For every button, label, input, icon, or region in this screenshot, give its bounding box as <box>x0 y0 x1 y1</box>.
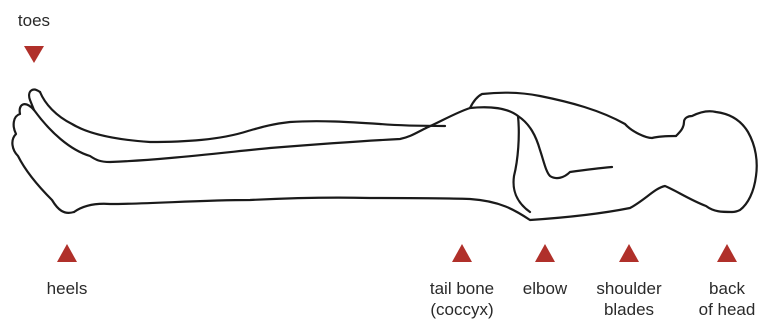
torso-top-line <box>426 93 676 138</box>
label-toes: toes <box>4 10 64 31</box>
pressure-markers <box>24 46 737 262</box>
label-back-of-head: back of head <box>688 278 766 320</box>
feet-outline <box>12 90 74 213</box>
shoulder-marker-icon <box>619 244 639 262</box>
label-heels: heels <box>37 278 97 299</box>
label-tailbone: tail bone (coccyx) <box>418 278 506 320</box>
body-outline <box>12 90 756 220</box>
upper-leg-line <box>40 92 445 142</box>
tailbone-marker-icon <box>452 244 472 262</box>
label-shoulder-blades: shoulder blades <box>587 278 671 320</box>
label-elbow: elbow <box>514 278 576 299</box>
head-marker-icon <box>717 244 737 262</box>
arm-outline <box>470 107 612 212</box>
elbow-marker-icon <box>535 244 555 262</box>
toes-marker-icon <box>24 46 44 63</box>
heels-marker-icon <box>57 244 77 262</box>
lower-back-line <box>74 186 732 220</box>
